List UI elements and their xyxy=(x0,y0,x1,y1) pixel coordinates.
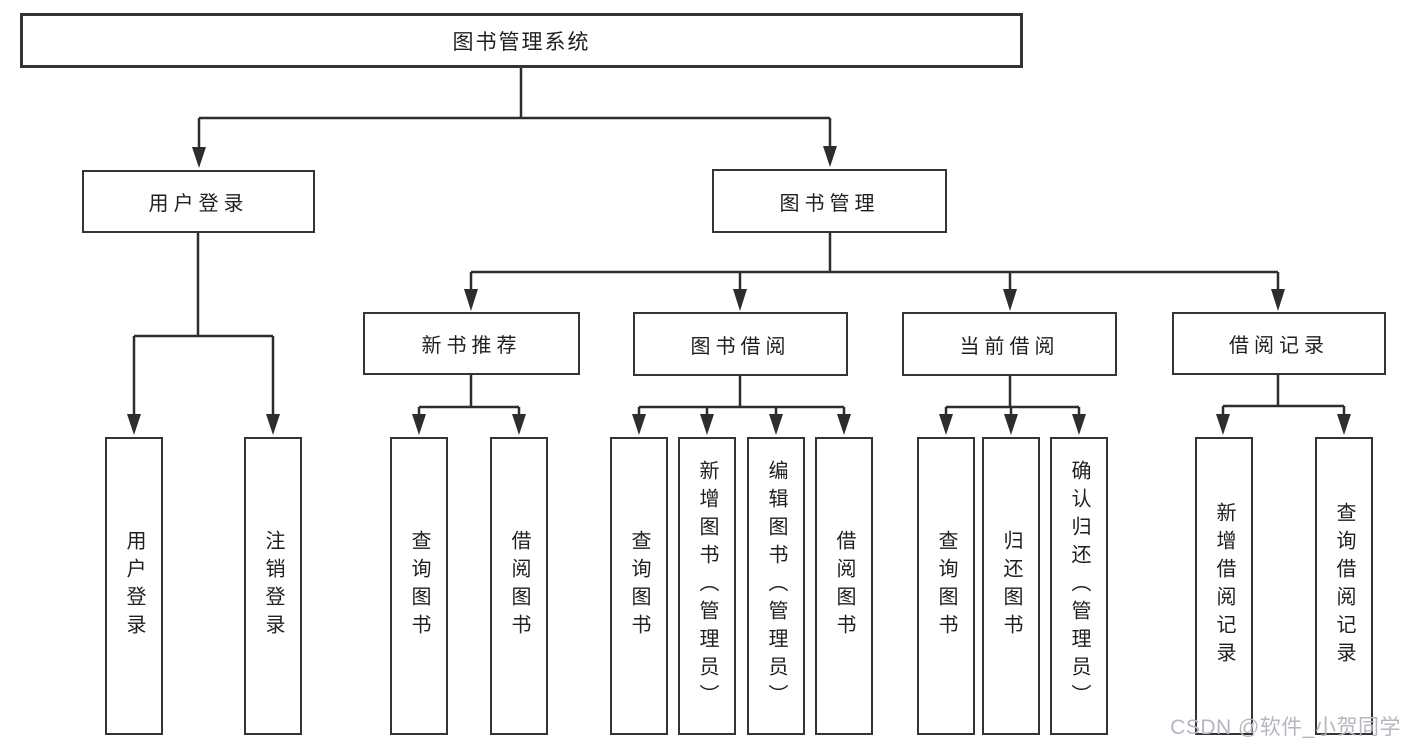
arrow-down-icon xyxy=(1003,289,1017,311)
node-user-login-branch: 用户登录 xyxy=(82,170,315,233)
leaf-borrow-books-borrowing: 借阅图书 xyxy=(815,437,873,735)
leaf-query-books-borrowing-label: 查询图书 xyxy=(628,530,650,642)
arrow-down-icon xyxy=(823,146,837,167)
leaf-query-books-borrowing: 查询图书 xyxy=(610,437,668,735)
node-user-login-branch-label: 用户登录 xyxy=(148,193,249,215)
csdn-watermark: CSDN @软件_小贺同学 xyxy=(1170,716,1401,739)
arrowheads xyxy=(127,146,1351,435)
leaf-return-book: 归还图书 xyxy=(982,437,1040,735)
leaf-query-books-current: 查询图书 xyxy=(917,437,975,735)
node-new-book-recommend: 新书推荐 xyxy=(363,312,580,375)
arrow-down-icon xyxy=(192,147,206,168)
leaf-query-books-recommend: 查询图书 xyxy=(390,437,448,735)
leaf-query-books-recommend-label: 查询图书 xyxy=(408,530,430,642)
leaf-borrow-books-borrowing-label: 借阅图书 xyxy=(833,530,855,642)
leaf-query-borrow-record: 查询借阅记录 xyxy=(1315,437,1373,735)
arrow-down-icon xyxy=(266,414,280,435)
connector-trunks-and-stems xyxy=(132,68,1346,417)
node-library-system-label: 图书管理系统 xyxy=(452,30,591,54)
node-new-book-recommend-label: 新书推荐 xyxy=(421,335,522,357)
node-book-management: 图书管理 xyxy=(712,169,947,233)
node-current-borrowing-label: 当前借阅 xyxy=(959,335,1060,358)
arrow-down-icon xyxy=(464,289,478,311)
node-library-system: 图书管理系统 xyxy=(20,13,1023,68)
node-book-management-label: 图书管理 xyxy=(779,192,880,215)
leaf-user-login-label: 用户登录 xyxy=(123,530,145,642)
leaf-add-book-admin: 新增图书（管理员） xyxy=(678,437,736,735)
leaf-user-login: 用户登录 xyxy=(105,437,163,735)
leaf-add-borrow-record: 新增借阅记录 xyxy=(1195,437,1253,735)
arrow-down-icon xyxy=(1216,414,1230,435)
leaf-return-book-label: 归还图书 xyxy=(1000,530,1022,642)
arrow-down-icon xyxy=(837,414,851,435)
node-borrow-records-label: 借阅记录 xyxy=(1229,335,1329,357)
arrow-down-icon xyxy=(512,414,526,435)
arrow-down-icon xyxy=(700,414,714,435)
arrow-down-icon xyxy=(1271,289,1285,311)
arrow-down-icon xyxy=(1004,414,1018,435)
leaf-add-book-admin-label: 新增图书（管理员） xyxy=(696,460,718,712)
node-current-borrowing: 当前借阅 xyxy=(902,312,1117,376)
leaf-confirm-return-admin-label: 确认归还（管理员） xyxy=(1068,460,1090,712)
arrow-down-icon xyxy=(1072,414,1086,435)
arrow-down-icon xyxy=(412,414,426,435)
arrow-down-icon xyxy=(127,414,141,435)
arrow-down-icon xyxy=(733,289,747,311)
arrow-down-icon xyxy=(1337,414,1351,435)
leaf-confirm-return-admin: 确认归还（管理员） xyxy=(1050,437,1108,735)
node-borrow-records: 借阅记录 xyxy=(1172,312,1386,375)
leaf-query-borrow-record-label: 查询借阅记录 xyxy=(1333,502,1355,670)
leaf-query-books-current-label: 查询图书 xyxy=(935,530,957,642)
arrow-down-icon xyxy=(632,414,646,435)
node-book-borrowing: 图书借阅 xyxy=(633,312,848,376)
leaf-add-borrow-record-label: 新增借阅记录 xyxy=(1213,502,1235,670)
arrow-down-icon xyxy=(769,414,783,435)
leaf-borrow-books-recommend-label: 借阅图书 xyxy=(508,530,530,642)
leaf-logout-label: 注销登录 xyxy=(262,530,284,642)
leaf-edit-book-admin-label: 编辑图书（管理员） xyxy=(765,460,787,712)
node-book-borrowing-label: 图书借阅 xyxy=(690,335,791,358)
leaf-edit-book-admin: 编辑图书（管理员） xyxy=(747,437,805,735)
arrow-down-icon xyxy=(939,414,953,435)
leaf-logout: 注销登录 xyxy=(244,437,302,735)
leaf-borrow-books-recommend: 借阅图书 xyxy=(490,437,548,735)
